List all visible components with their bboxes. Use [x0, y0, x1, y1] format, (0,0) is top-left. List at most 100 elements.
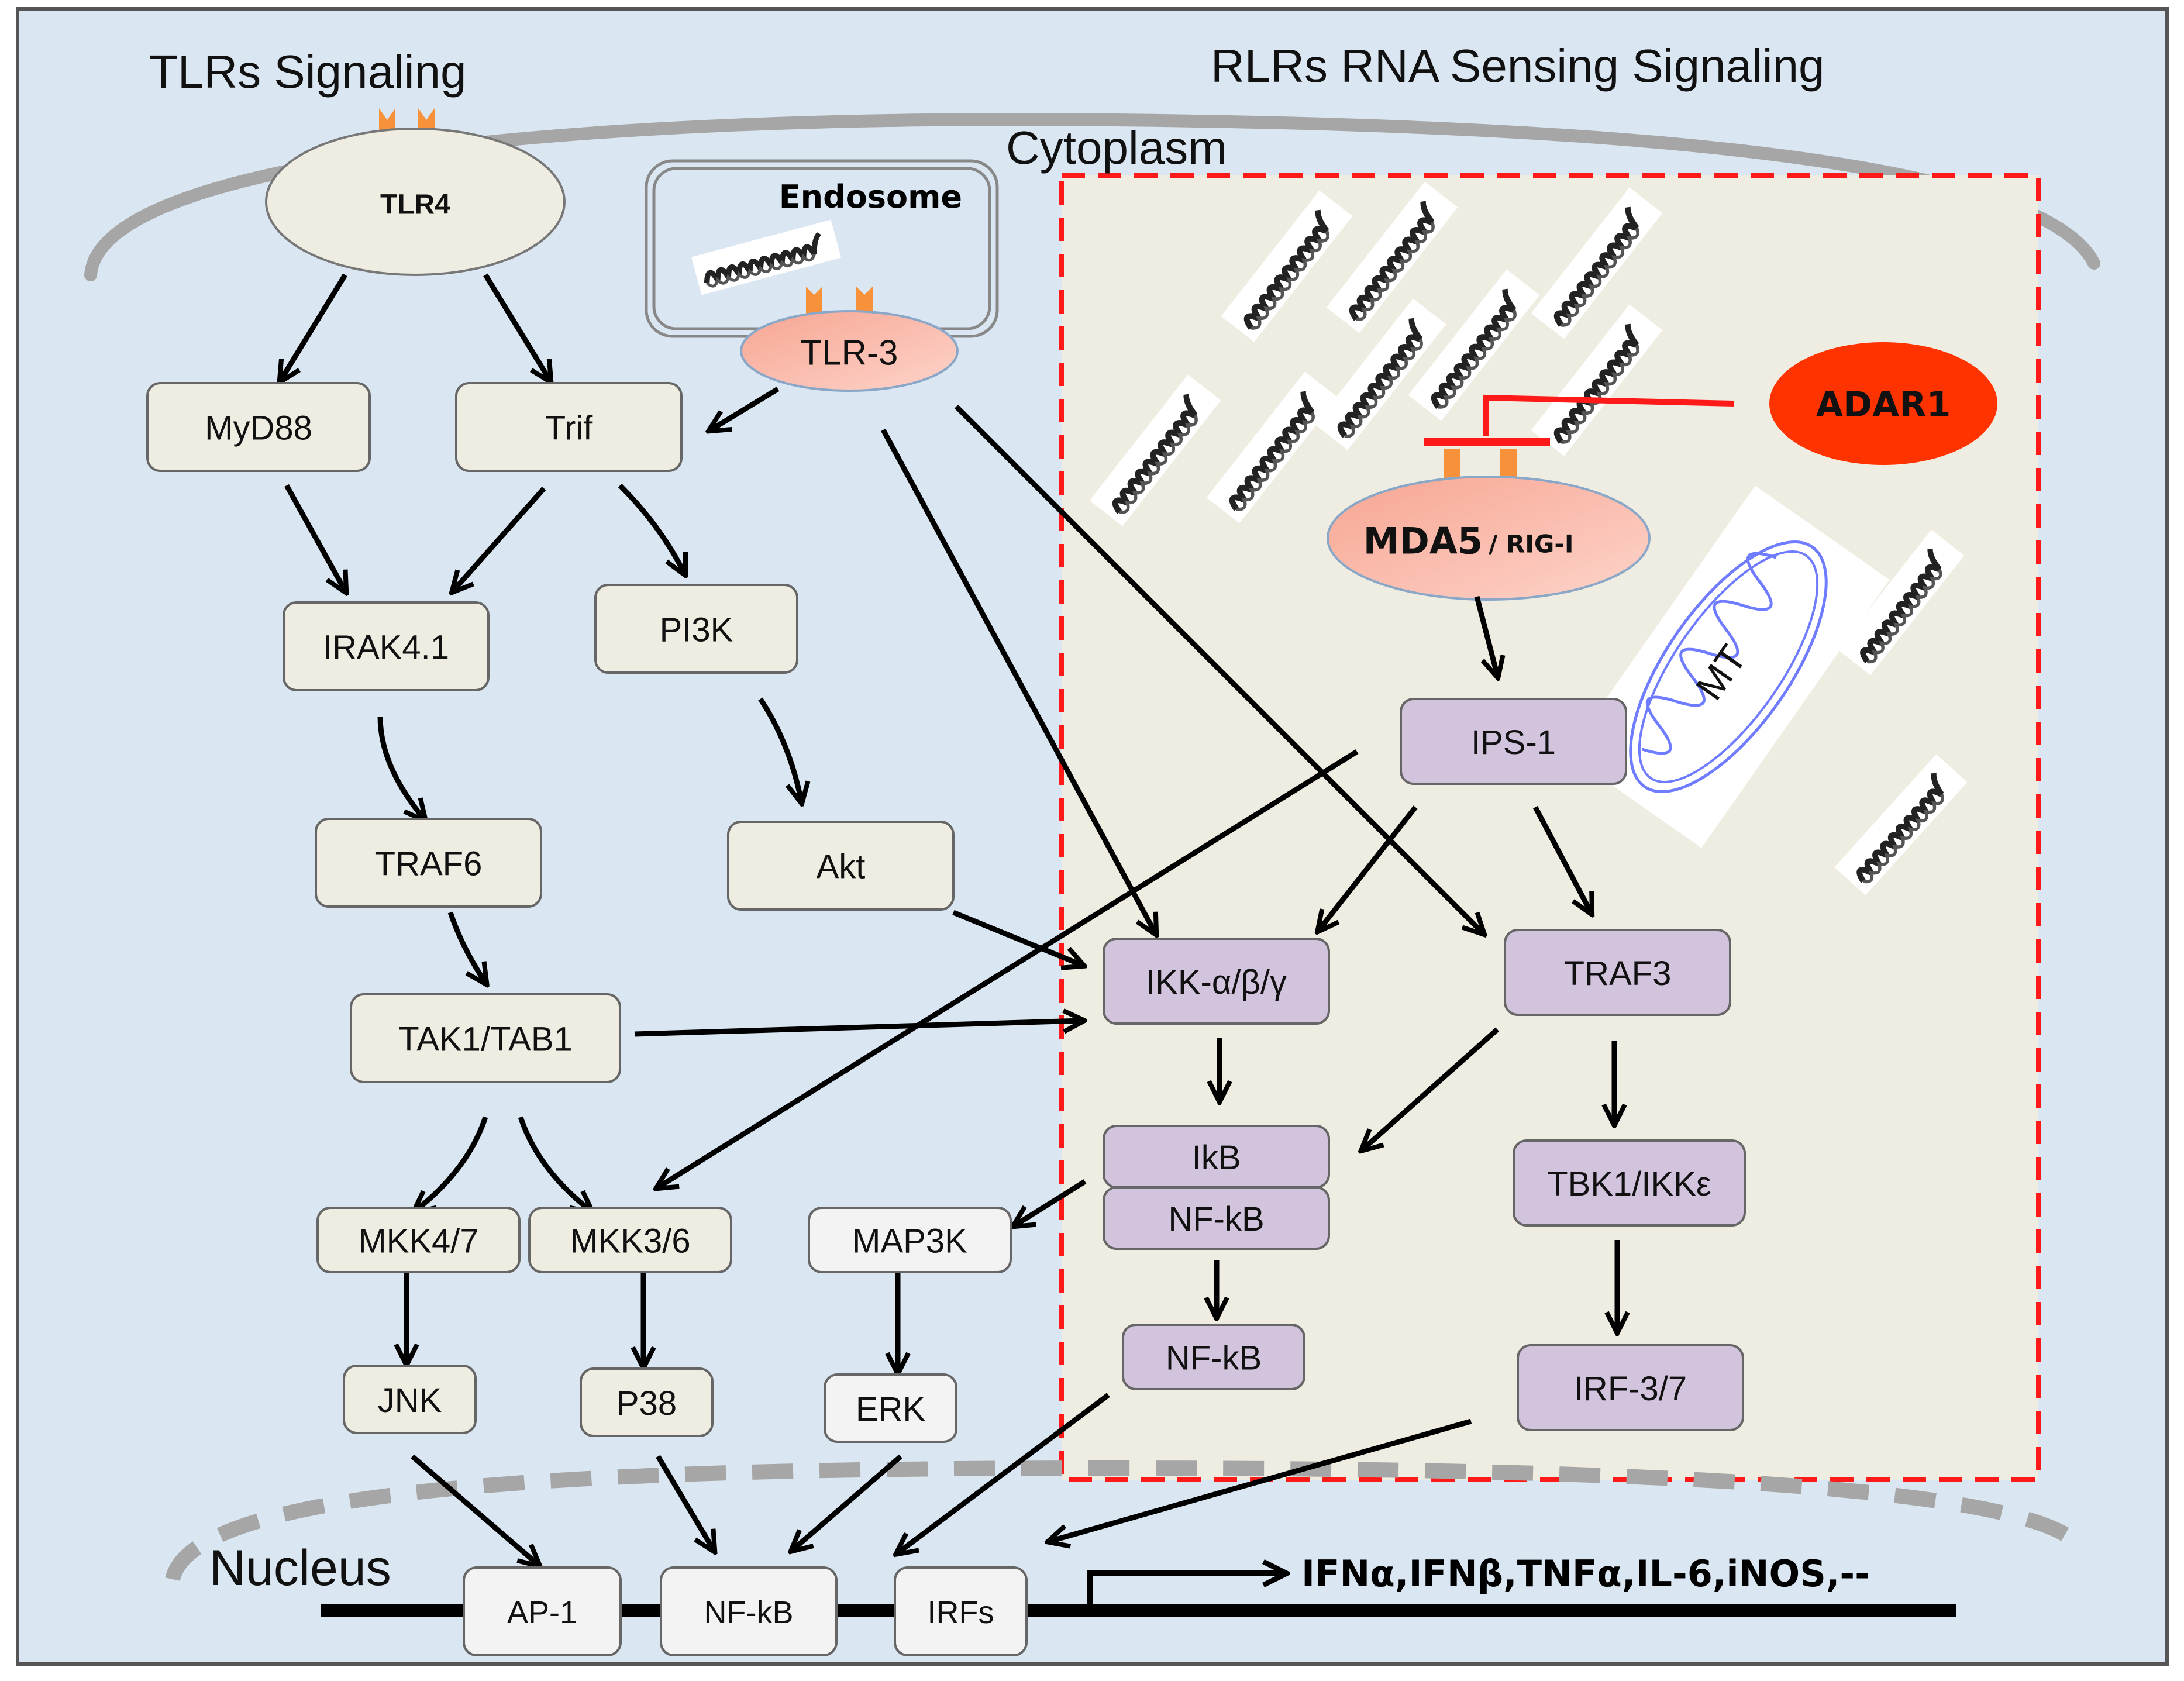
node-nfkb-nuc: NF-kB: [660, 1566, 838, 1656]
node-trif: Trif: [455, 382, 683, 472]
arrow-tak1-mkk47: [415, 1116, 488, 1211]
arrow-p38-nfkb: [656, 1455, 714, 1550]
transcription-output: IFNα,IFNβ,TNFα,IL-6,iNOS,--: [1087, 1552, 1870, 1608]
mda5-rigi-receptor: MDA5 / RIG-I: [1327, 449, 1651, 601]
mda5-label: MDA5: [1363, 520, 1483, 563]
node-irfs-nuc: IRFs: [894, 1566, 1028, 1656]
node-label: MKK4/7: [358, 1222, 478, 1260]
node-label: IRFs: [928, 1595, 994, 1630]
node-label: IkB: [1192, 1139, 1241, 1177]
node-box: [594, 584, 798, 674]
node-tbk1: TBK1/IKKε: [1513, 1139, 1746, 1227]
tlr3-receptor: [740, 310, 959, 392]
node-box: [1103, 938, 1330, 1025]
node-box: [1122, 1324, 1305, 1390]
node-label: IRF-3/7: [1574, 1370, 1687, 1408]
arrow-erk-nfkb: [793, 1454, 902, 1550]
node-box: [808, 1207, 1012, 1273]
node-irak: IRAK4.1: [283, 601, 490, 691]
node-box: [528, 1207, 732, 1273]
arrow-myd88-irak: [284, 484, 345, 591]
arrow-traf3-ikb: [1363, 1027, 1499, 1149]
arrow-ips1-ikk: [1319, 805, 1418, 930]
tlr4-receptor: TLR4: [265, 108, 566, 276]
nuclear-membrane: [165, 1460, 2089, 1582]
node-label: NF-kB: [1168, 1200, 1264, 1238]
node-box: [727, 821, 955, 911]
arrow-ips1-traf3: [1533, 805, 1591, 912]
node-nfkb-complex: NF-kB: [1103, 1186, 1330, 1250]
arrow-tlr3-trif: [711, 387, 780, 430]
node-jnk: JNK: [343, 1365, 477, 1434]
node-box: [660, 1566, 838, 1656]
node-akt: Akt: [727, 821, 955, 911]
arrow-trif-irak: [453, 487, 546, 591]
cytoplasm-label: Cytoplasm: [1006, 122, 1227, 174]
node-label: Trif: [545, 409, 593, 447]
node-erk: ERK: [824, 1373, 957, 1443]
arrow-mda5-ips1: [1474, 595, 1497, 676]
node-map3k: MAP3K: [808, 1207, 1012, 1273]
node-ikb: IkB: [1103, 1125, 1330, 1189]
arrow-ips1-mkk36: [658, 749, 1359, 1187]
adar1-inhibition: ADAR1: [1424, 342, 1997, 465]
arrow-tlr3-ikk: [881, 428, 1155, 933]
node-box: [824, 1373, 957, 1443]
rigi-label: / RIG-I: [1489, 530, 1573, 559]
node-label: JNK: [378, 1382, 442, 1420]
node-box: [350, 993, 621, 1083]
node-nfkb-free: NF-kB: [1122, 1324, 1305, 1390]
node-label: TBK1/IKKε: [1547, 1165, 1711, 1203]
arrow-akt-ikk: [952, 910, 1082, 965]
arrow-tlr3-traf3: [954, 404, 1483, 933]
node-pi3k: PI3K: [594, 584, 798, 674]
arrows-layer: [281, 273, 1617, 1565]
node-label: PI3K: [660, 611, 733, 649]
node-label: TRAF3: [1564, 955, 1672, 993]
node-irf37: IRF-3/7: [1517, 1344, 1744, 1431]
mitochondrion: MT: [1567, 485, 1890, 848]
node-box: [343, 1365, 477, 1434]
node-box: [455, 382, 683, 472]
node-box: [283, 601, 490, 691]
arrow-ikb-map3k: [1015, 1179, 1087, 1225]
arrow-pi3k-akt: [758, 697, 801, 801]
arrow-tlr4-myd88: [281, 273, 347, 380]
arrow-tlr4-trif: [483, 273, 550, 380]
node-p38: P38: [580, 1367, 714, 1437]
adar1-label: ADAR1: [1816, 384, 1951, 425]
node-box: [894, 1566, 1028, 1656]
transcription-arrow: [1087, 1573, 1284, 1608]
node-label: TAK1/TAB1: [398, 1021, 573, 1059]
node-traf6: TRAF6: [315, 818, 542, 908]
node-ap1-nuc: AP-1: [463, 1566, 622, 1656]
arrow-irak-traf6: [377, 716, 424, 819]
node-label: IPS-1: [1471, 724, 1556, 762]
node-box: [463, 1566, 622, 1656]
node-box: [1517, 1344, 1744, 1431]
node-label: NF-kB: [1166, 1339, 1262, 1377]
arrow-irf-nucleus: [1050, 1418, 1472, 1541]
node-box: [1513, 1139, 1746, 1227]
nuclear-factors: AP-1 NF-kB IRFs: [463, 1566, 1028, 1656]
arrow-jnk-ap1: [411, 1454, 538, 1565]
adar1-node: [1769, 342, 1997, 465]
node-mkk47: MKK4/7: [316, 1207, 521, 1273]
node-label: MKK3/6: [570, 1222, 690, 1260]
arrow-tak1-ikk: [634, 1021, 1082, 1037]
rlrs-title: RLRs RNA Sensing Signaling: [1211, 40, 1824, 92]
node-label: NF-kB: [704, 1595, 794, 1630]
node-box: [1400, 698, 1627, 785]
tlr4-label: TLR4: [380, 190, 450, 221]
node-box: [580, 1367, 714, 1437]
node-label: ERK: [856, 1390, 926, 1428]
node-label: AP-1: [507, 1595, 577, 1630]
node-myd88: MyD88: [146, 382, 371, 472]
node-box: [1504, 929, 1731, 1016]
nucleus-label: Nucleus: [209, 1540, 391, 1596]
node-box: [315, 818, 542, 908]
node-label: P38: [616, 1384, 677, 1422]
arrow-trif-pi3k: [618, 483, 684, 573]
